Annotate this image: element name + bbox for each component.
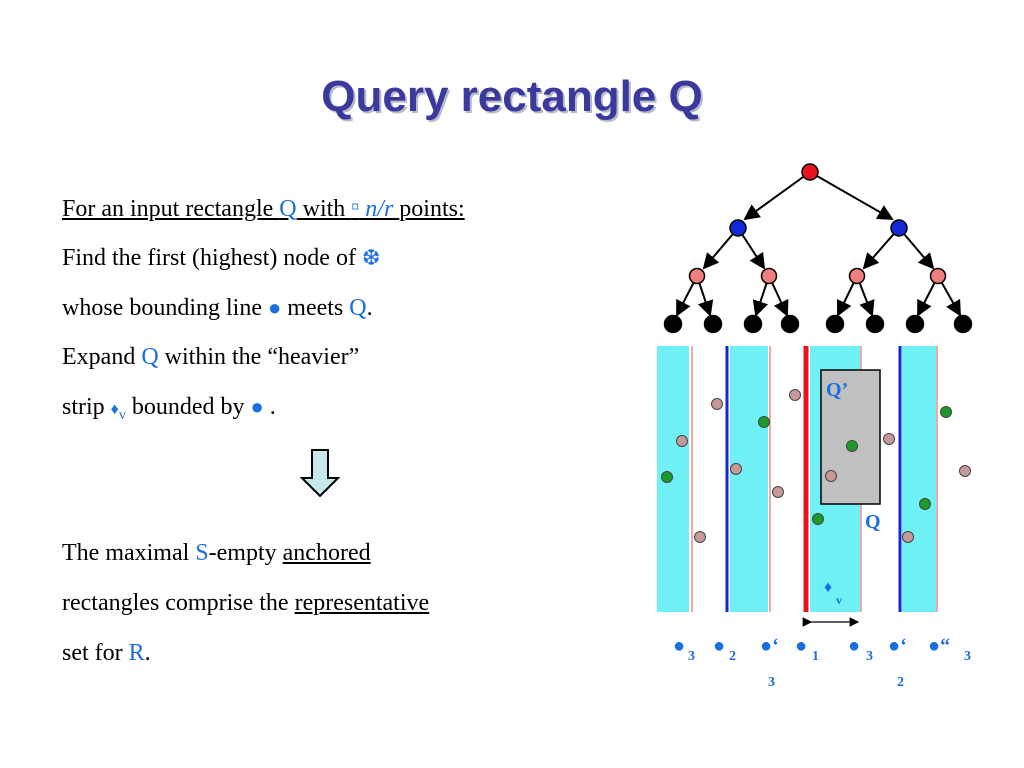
strip bbox=[730, 346, 768, 612]
point bbox=[694, 531, 706, 543]
q-symbol: Q bbox=[279, 196, 297, 222]
point bbox=[883, 433, 895, 445]
text: Expand bbox=[62, 344, 142, 370]
text: whose bounding line bbox=[62, 295, 268, 321]
line-4: Expand Q within the “heavier” bbox=[62, 344, 359, 371]
blue-dot-label: ● bbox=[713, 635, 725, 657]
down-arrow-icon bbox=[299, 449, 341, 498]
tree-edges bbox=[676, 171, 961, 317]
tree-node bbox=[848, 267, 866, 285]
text: . bbox=[144, 640, 151, 666]
text: For an input rectangle bbox=[62, 196, 280, 222]
strip bbox=[902, 346, 936, 612]
line-7: rectangles comprise the representative bbox=[62, 590, 429, 617]
label-subscript: 2 bbox=[729, 649, 736, 664]
text: set for bbox=[62, 640, 129, 666]
bottom-labels: ● 3 ● 2 ●‘ ● 1 ● 3 ●‘ ●“ 3 3 2 bbox=[673, 635, 971, 690]
strip-symbol: ♦ bbox=[824, 579, 832, 596]
leaf-node bbox=[825, 314, 845, 334]
point bbox=[661, 471, 673, 483]
root-node bbox=[801, 163, 819, 181]
blue-dot-label: ● bbox=[848, 635, 860, 657]
leaf-node bbox=[865, 314, 885, 334]
line-1-underlined: For an input rectangle Q with ¤ n/r poin… bbox=[62, 196, 465, 222]
point bbox=[676, 435, 688, 447]
text: strip bbox=[62, 394, 111, 420]
leaf-node bbox=[663, 314, 683, 334]
text: with bbox=[296, 196, 352, 222]
leaf-node bbox=[953, 314, 973, 334]
line-6: The maximal S-empty anchored bbox=[62, 540, 371, 567]
point bbox=[919, 498, 931, 510]
point bbox=[812, 513, 824, 525]
point bbox=[758, 416, 770, 428]
diamond-icon: ♦ bbox=[110, 401, 119, 418]
tree-node bbox=[890, 219, 908, 237]
text: rectangles comprise the bbox=[62, 590, 295, 616]
leaf-node bbox=[703, 314, 723, 334]
point bbox=[772, 486, 784, 498]
text: meets bbox=[281, 295, 350, 321]
lower-subscript: 2 bbox=[897, 675, 904, 690]
label-subscript: 1 bbox=[812, 649, 819, 664]
n-over-r: n/r bbox=[359, 196, 400, 222]
text: -empty bbox=[208, 540, 283, 566]
tree-nodes bbox=[663, 163, 973, 334]
q-symbol: Q bbox=[349, 295, 367, 321]
dot-icon: ● bbox=[267, 295, 282, 320]
representative-word: representative bbox=[294, 590, 430, 616]
blue-dot-label: ●‘ bbox=[888, 635, 907, 657]
text: The maximal bbox=[62, 540, 196, 566]
strip-subscript: v bbox=[836, 593, 842, 607]
point bbox=[846, 440, 858, 452]
label-subscript: 3 bbox=[866, 649, 873, 664]
text: . bbox=[366, 295, 373, 321]
line-5: strip ♦v bounded by ● . bbox=[62, 394, 276, 424]
line-8: set for R. bbox=[62, 640, 151, 667]
approx-symbol: ¤ bbox=[351, 199, 360, 216]
lower-subscript: 3 bbox=[768, 675, 775, 690]
text: Find the first (highest) node of bbox=[62, 245, 362, 271]
tree-node bbox=[929, 267, 947, 285]
point bbox=[959, 465, 971, 477]
tree-strip-diagram: Q’ Q ♦ v ● 3 ● 2 ●‘ ● 1 ● 3 ●‘ ●“ 3 3 2 bbox=[657, 163, 973, 690]
r-symbol: R bbox=[128, 640, 145, 666]
strips bbox=[657, 346, 938, 612]
text: points: bbox=[399, 196, 465, 222]
line-1: For an input rectangle Q with ¤ n/r poin… bbox=[62, 196, 465, 223]
text: bounded by bbox=[125, 394, 251, 420]
line-2: Find the first (highest) node of ❆ bbox=[62, 245, 380, 272]
snowflake-icon: ❆ bbox=[361, 245, 381, 270]
point bbox=[825, 470, 837, 482]
blue-dot-label: ● bbox=[795, 635, 807, 657]
points bbox=[661, 389, 971, 543]
tree-node bbox=[688, 267, 706, 285]
q-label: Q bbox=[865, 511, 881, 533]
line-3: whose bounding line ● meets Q. bbox=[62, 295, 373, 322]
tree-node bbox=[729, 219, 747, 237]
blue-dot-label: ●‘ bbox=[760, 635, 779, 657]
text: within the “heavier” bbox=[158, 344, 360, 370]
label-subscript: 3 bbox=[688, 649, 695, 664]
point bbox=[730, 463, 742, 475]
slide-title: Query rectangle Q bbox=[321, 72, 703, 121]
point bbox=[940, 406, 952, 418]
label-subscript: 3 bbox=[964, 649, 971, 664]
subscript: v bbox=[118, 408, 126, 423]
q-prime-label: Q’ bbox=[826, 379, 848, 401]
point bbox=[902, 531, 914, 543]
text: . bbox=[263, 394, 276, 420]
blue-dot-label: ● bbox=[673, 635, 685, 657]
blue-dot-label: ●“ bbox=[928, 635, 950, 657]
q-symbol: Q bbox=[141, 344, 159, 370]
dot-icon: ● bbox=[250, 394, 264, 419]
leaf-node bbox=[743, 314, 763, 334]
leaf-node bbox=[905, 314, 925, 334]
anchored-word: anchored bbox=[282, 540, 371, 566]
point bbox=[711, 398, 723, 410]
leaf-node bbox=[780, 314, 800, 334]
s-symbol: S bbox=[195, 540, 209, 566]
point bbox=[789, 389, 801, 401]
tree-node bbox=[760, 267, 778, 285]
